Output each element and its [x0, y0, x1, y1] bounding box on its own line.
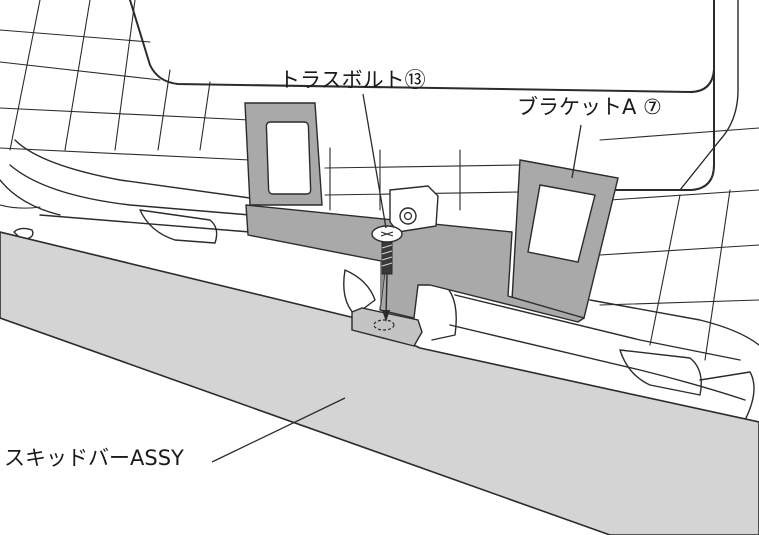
truss-bolt-label: トラスボルト⑬ [279, 68, 426, 92]
bumper-ribs [0, 139, 759, 421]
leader-lines [211, 93, 582, 463]
truss-bolt [371, 225, 403, 322]
skid-bar-label: スキッドバーASSY [4, 446, 184, 470]
bracket-a-label: ブラケットA ⑦ [517, 95, 662, 119]
wire [0, 204, 41, 209]
bracket-a [244, 102, 619, 323]
casing-outline [129, 0, 715, 93]
casing-outline-right [597, 69, 715, 191]
skid-bar [0, 231, 759, 535]
nut-block [389, 185, 439, 233]
